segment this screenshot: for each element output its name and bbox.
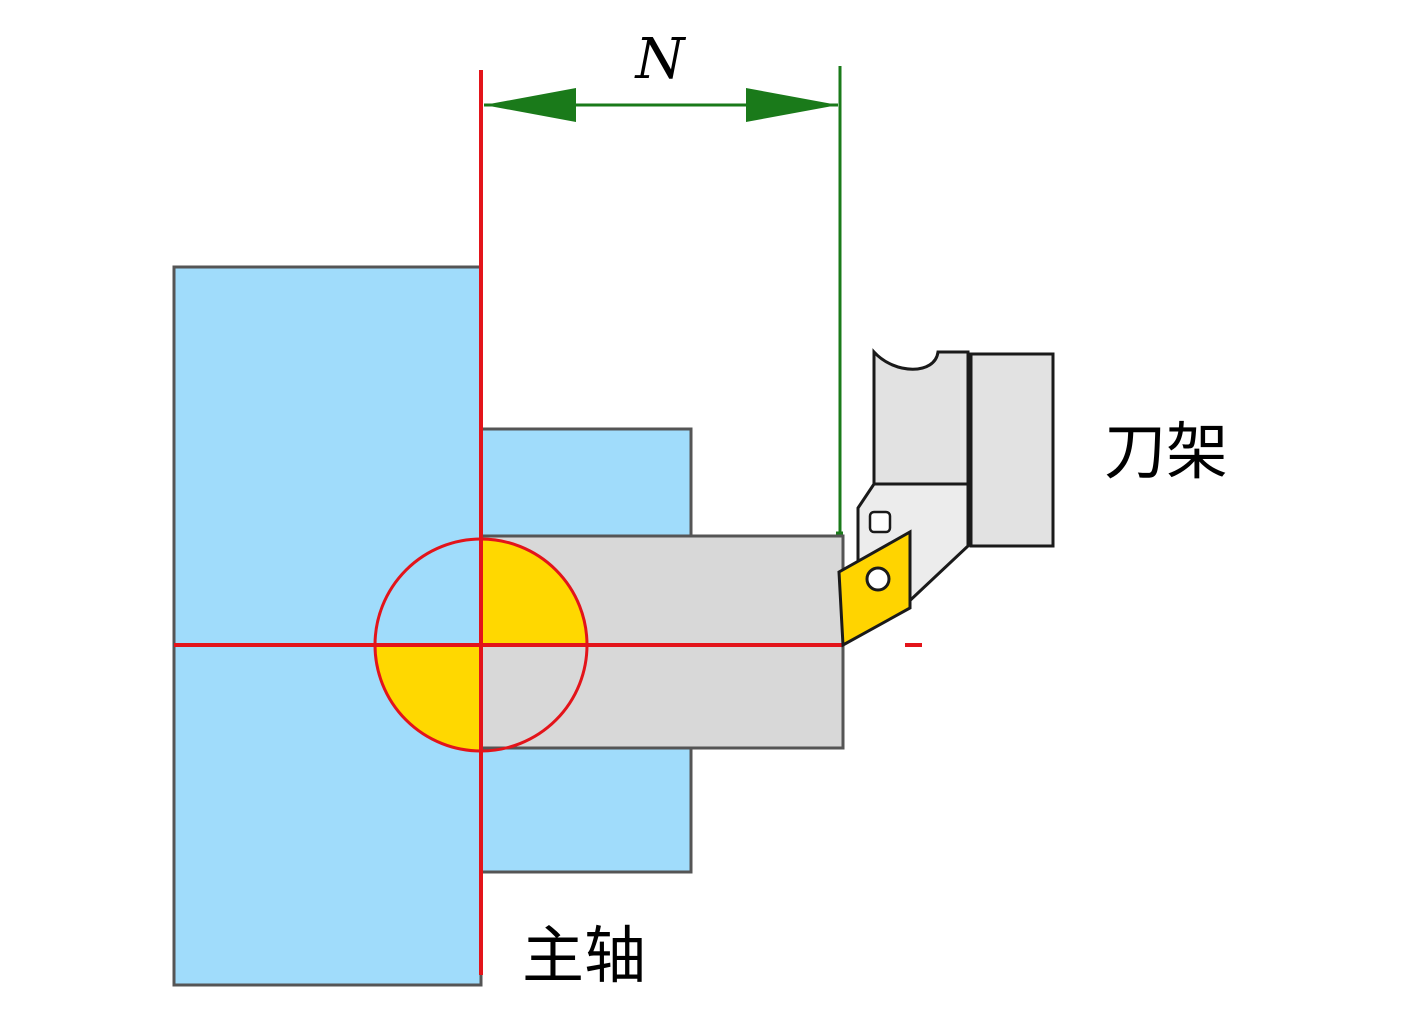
spindle-chuck-body	[172, 265, 483, 987]
clamp-screw	[868, 510, 892, 534]
tool-holder	[837, 348, 1055, 648]
dimension-arrow-left	[484, 88, 576, 122]
tool-holder-label: 刀架	[1104, 415, 1228, 488]
tool-holder-block	[969, 352, 1055, 548]
insert-screw-hole	[865, 566, 891, 592]
tool-holder-clamp	[872, 348, 970, 486]
dimension-arrow-right	[746, 88, 838, 122]
dimension-label: N	[634, 27, 687, 92]
dimension-n: N	[484, 27, 843, 535]
spindle-label: 主轴	[522, 919, 646, 992]
